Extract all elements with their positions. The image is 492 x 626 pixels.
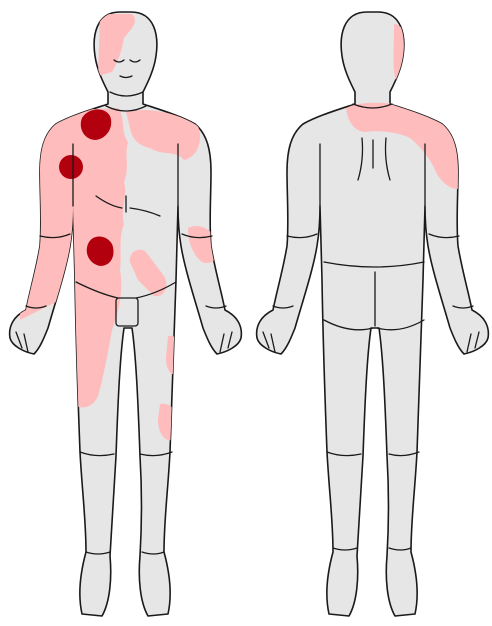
severe-spot-chest	[59, 155, 83, 179]
front-body-outline	[10, 12, 242, 616]
back-body-outline	[257, 12, 489, 616]
front-figure	[10, 12, 242, 616]
back-figure	[257, 12, 489, 616]
mild-area-back-head	[394, 24, 409, 80]
